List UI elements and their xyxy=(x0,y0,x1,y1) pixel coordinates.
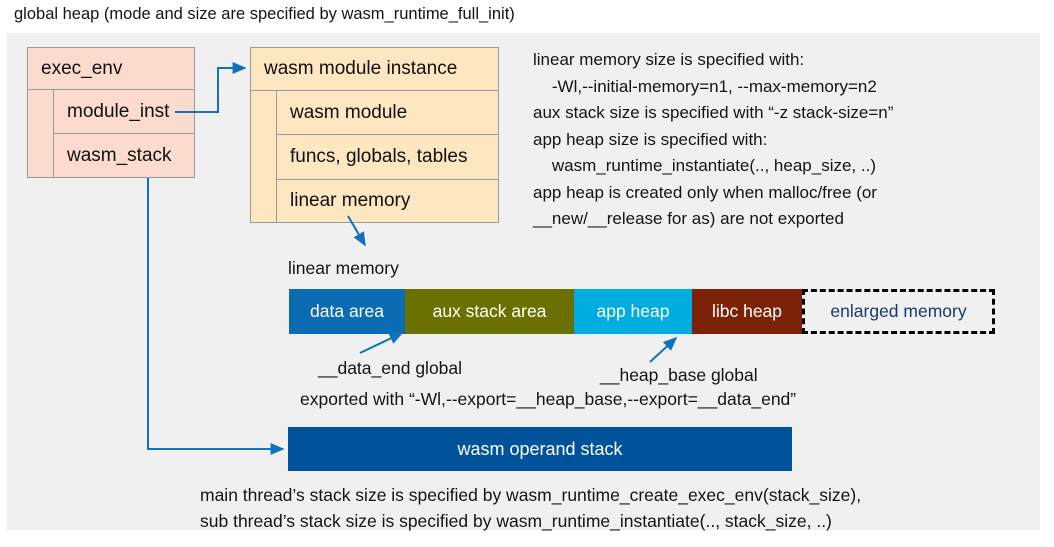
heap-base-global-label: __heap_base global xyxy=(600,365,758,385)
memory-segment-aux-stack-area: aux stack area xyxy=(405,289,574,334)
memory-segment-libc-heap: libc heap xyxy=(692,289,802,334)
exec-env-header: exec_env xyxy=(28,48,194,90)
wasm-module-instance-header: wasm module instance xyxy=(251,48,498,91)
linear-memory-caption: linear memory xyxy=(288,258,399,278)
exec-env-gutter xyxy=(28,90,54,178)
memory-segment-enlarged-memory: enlarged memory xyxy=(802,289,995,334)
memory-segment-data-area: data area xyxy=(289,289,405,334)
memory-segment-app-heap: app heap xyxy=(574,289,692,334)
export-flags-note: exported with “-Wl,--export=__heap_base,… xyxy=(300,389,797,409)
stack-size-note: main thread’s stack size is specified by… xyxy=(200,485,862,531)
exec-env-row-module-inst: module_inst xyxy=(54,90,194,134)
wasm-module-instance-box: wasm module instance wasm module funcs, … xyxy=(250,47,499,223)
wasm-module-instance-gutter xyxy=(251,91,277,222)
wmi-row-funcs-globals-tables: funcs, globals, tables xyxy=(277,135,498,180)
wmi-row-linear-memory: linear memory xyxy=(290,190,411,211)
wmi-row-wasm-module: wasm module xyxy=(277,91,498,135)
exec-env-box: exec_env module_inst wasm_stack xyxy=(27,47,195,178)
wasm-operand-stack-box: wasm operand stack xyxy=(288,427,792,471)
page-title: global heap (mode and size are specified… xyxy=(14,5,515,23)
linear-memory-note: linear memory size is specified with: -W… xyxy=(533,50,894,228)
data-end-global-label: __data_end global xyxy=(318,358,463,378)
exec-env-row-wasm-stack: wasm_stack xyxy=(67,145,172,166)
